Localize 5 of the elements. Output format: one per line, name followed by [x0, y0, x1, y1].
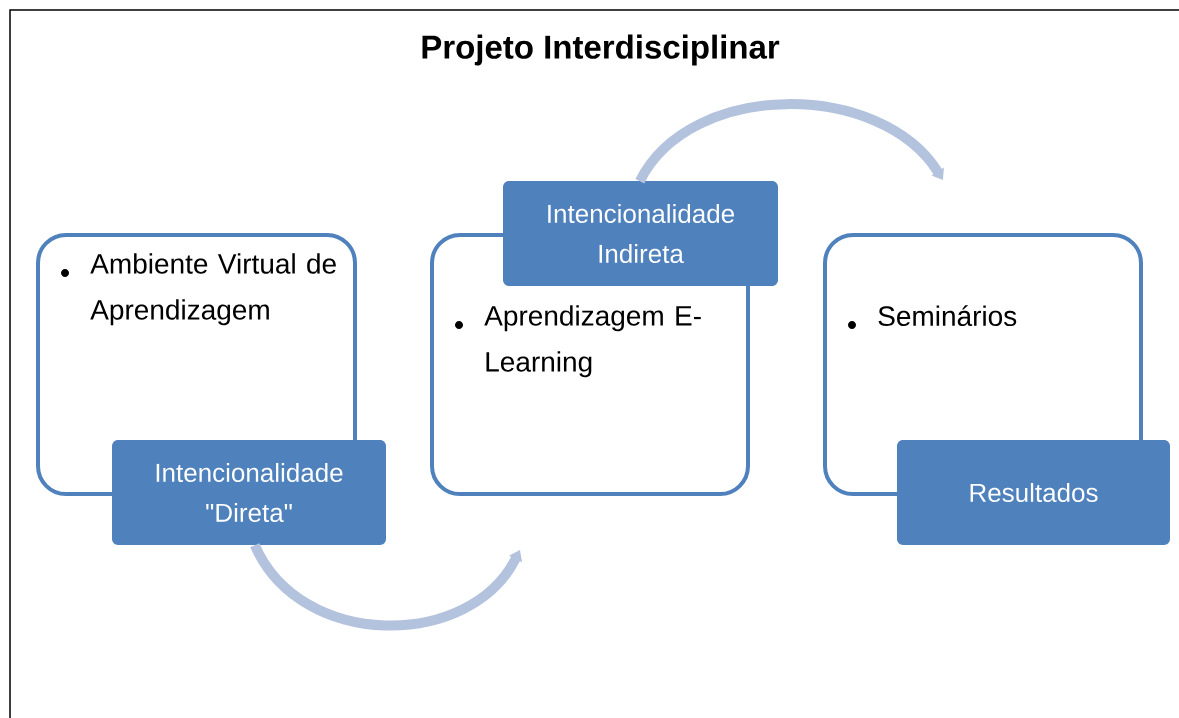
label-box: Intencionalidade "Direta": [112, 440, 386, 545]
title: Projeto Interdisciplinar: [422, 34, 780, 66]
label-box: Intencionalidade Indireta: [503, 181, 778, 286]
label-box: Resultados: [897, 440, 1170, 545]
curved-arrow: [635, 99, 944, 184]
